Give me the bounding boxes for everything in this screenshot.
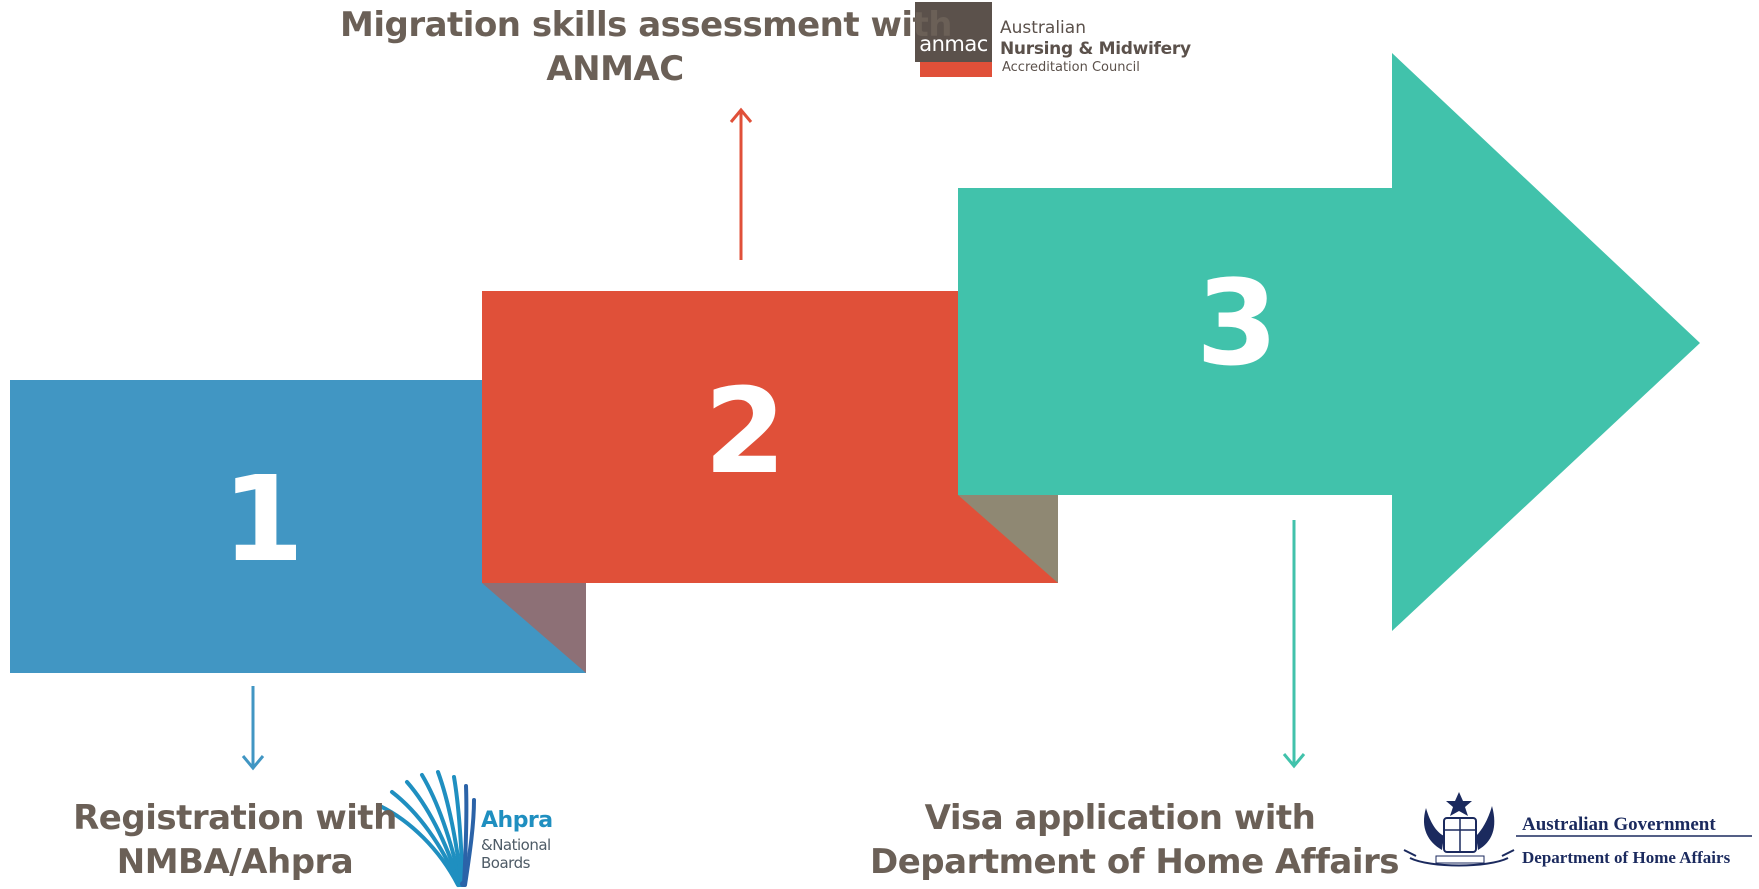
- arrow-up-step-2: [729, 107, 753, 260]
- step-2-label: Migration skills assessment with ANMAC: [340, 3, 953, 91]
- step-3-arrow: [958, 53, 1700, 631]
- anmac-logo-line-2: Nursing & Midwifery: [1000, 39, 1191, 59]
- ahpra-logo-icon: [376, 770, 476, 887]
- step-3-label: Visa application with Department of Home…: [870, 796, 1400, 884]
- step-2-label-line-2: ANMAC: [546, 49, 684, 89]
- arrow-down-step-1: [241, 686, 265, 771]
- step-1-label-line-2: NMBA/Ahpra: [116, 842, 354, 882]
- anmac-logo-line-3: Accreditation Council: [1002, 60, 1140, 75]
- step-1-fold-shadow: [482, 583, 586, 673]
- step-3-label-line-2: Department of Home Affairs: [870, 842, 1400, 882]
- arrow-down-step-3: [1282, 520, 1306, 769]
- anmac-logo-mark: anmac: [919, 32, 988, 56]
- step-1-number: 1: [221, 450, 305, 588]
- step-3-label-line-1: Visa application with: [924, 798, 1316, 838]
- ahpra-logo-name: Ahpra: [481, 808, 553, 833]
- anmac-logo-icon: [915, 2, 992, 77]
- step-1-label-line-1: Registration with: [73, 798, 397, 838]
- coat-of-arms-icon: [1403, 792, 1515, 867]
- step-2-number: 2: [703, 362, 787, 500]
- home-affairs-logo-line-1: Australian Government: [1522, 814, 1716, 835]
- step-1-label: Registration with NMBA/Ahpra: [40, 796, 430, 884]
- step-3-number: 3: [1195, 254, 1279, 392]
- step-2-label-line-1: Migration skills assessment with: [340, 5, 953, 45]
- ahpra-logo-sub-2: Boards: [481, 854, 530, 872]
- anmac-logo-line-1: Australian: [1000, 18, 1086, 38]
- ahpra-logo-sub-1: &National: [481, 836, 551, 854]
- step-2-fold-shadow: [958, 495, 1058, 583]
- home-affairs-logo-line-2: Department of Home Affairs: [1522, 848, 1731, 867]
